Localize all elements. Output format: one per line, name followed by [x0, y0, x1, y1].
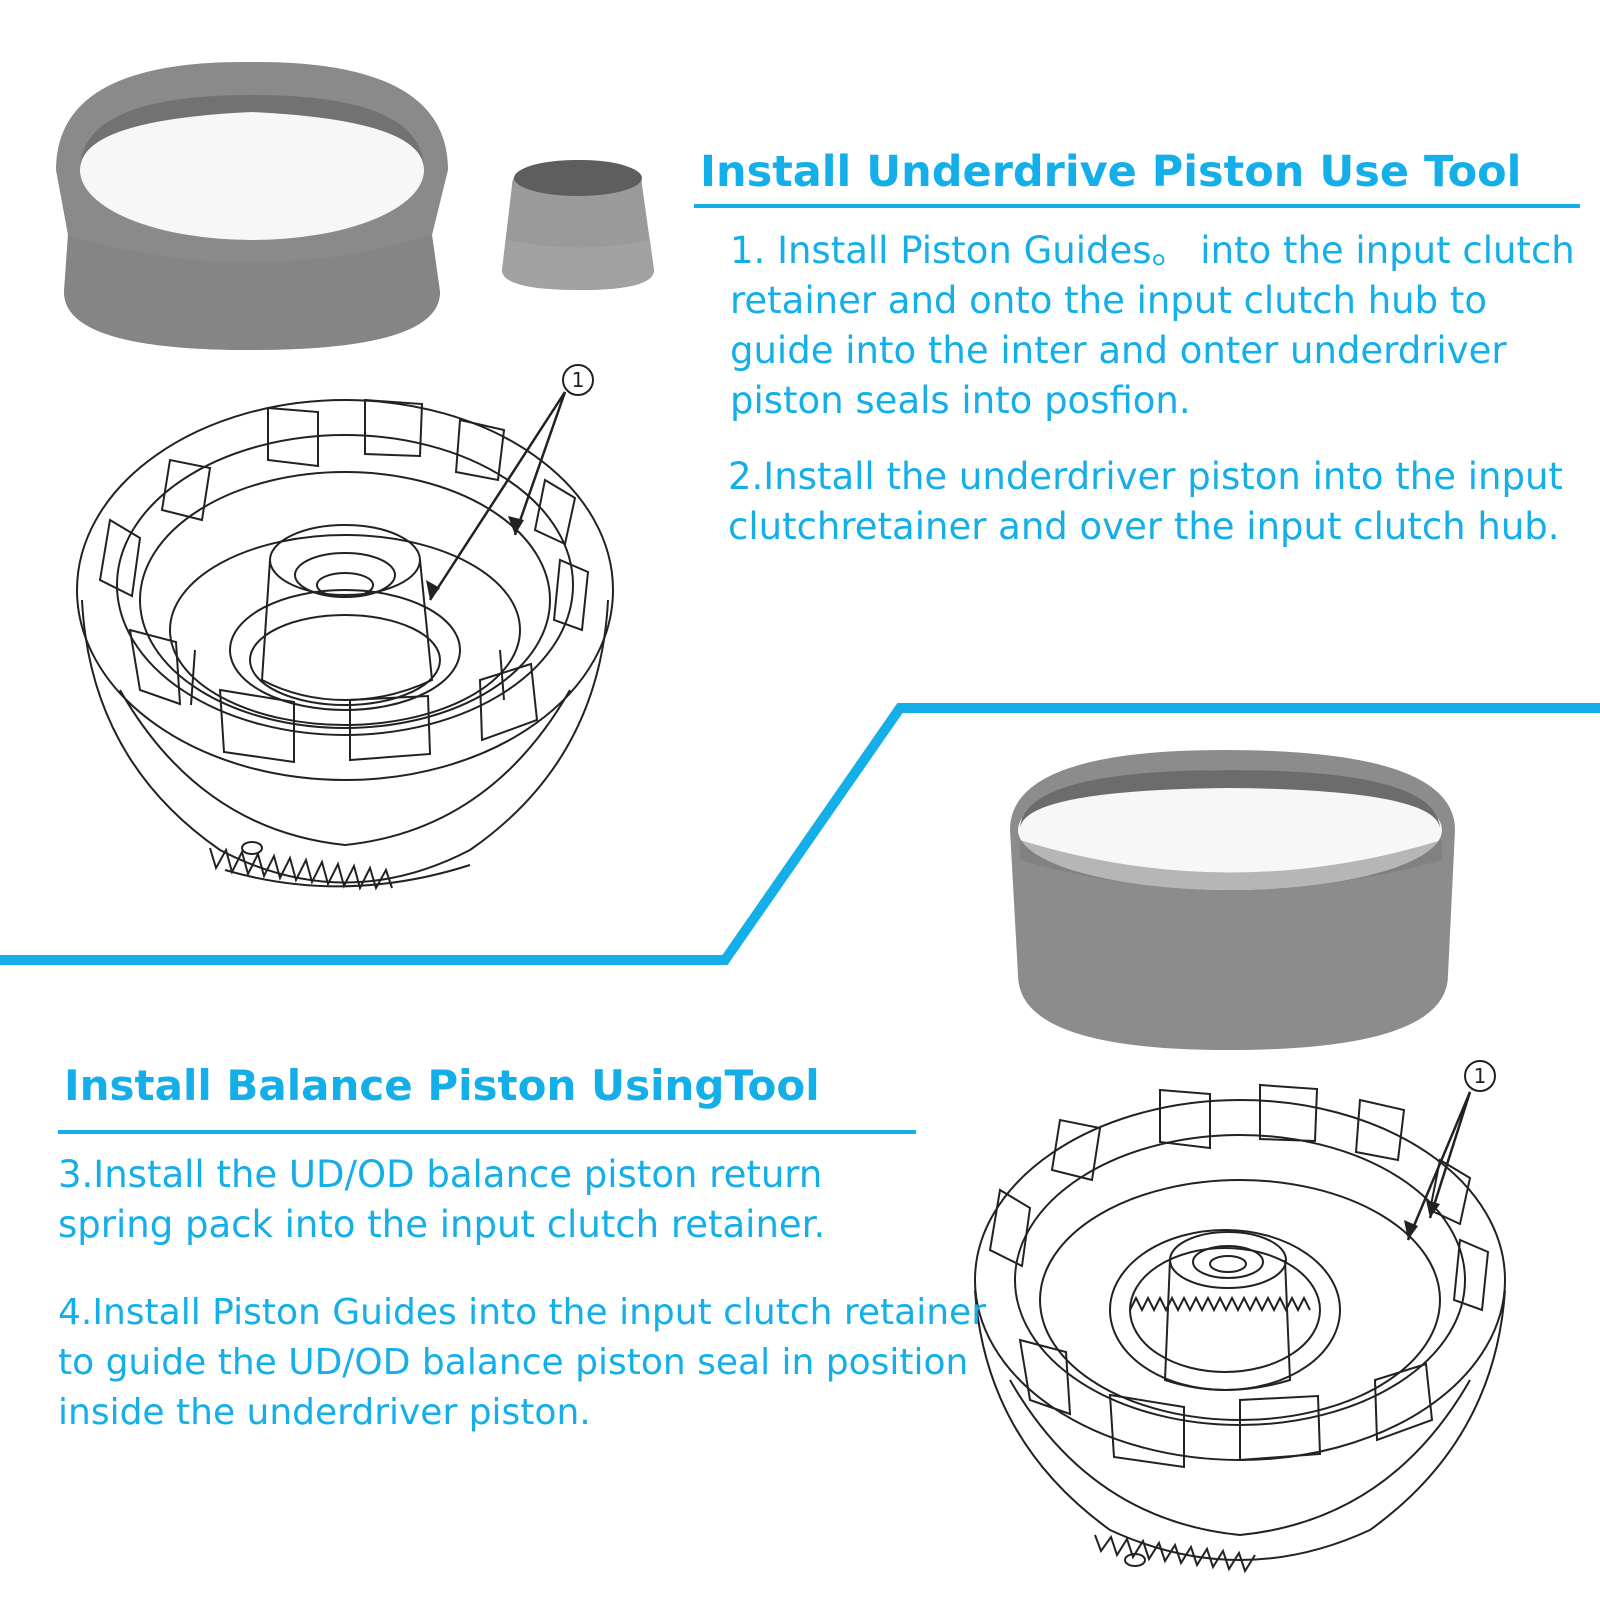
callout-label-bottom: 1: [1473, 1064, 1487, 1088]
step-1: 1. Install Piston Guides。 into the input…: [730, 229, 1575, 422]
bottom-heading-underline: [58, 1130, 916, 1134]
bottom-heading: Install Balance Piston UsingTool: [64, 1061, 820, 1110]
top-heading-underline: [694, 204, 1580, 208]
top-heading: Install Underdrive Piston Use Tool: [700, 147, 1522, 197]
callout-label-top: 1: [571, 368, 585, 392]
step-3: 3.Install the UD/OD balance piston retur…: [58, 1153, 826, 1246]
step-4: 4.Install Piston Guides into the input c…: [58, 1292, 987, 1433]
step-2: 2.Install the underdriver piston into th…: [728, 455, 1563, 548]
